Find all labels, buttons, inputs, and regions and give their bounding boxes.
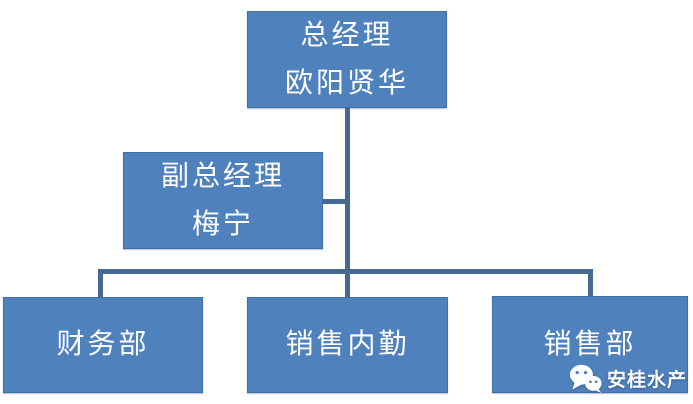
wechat-icon [569,363,602,393]
node-title: 财务部 [56,329,150,361]
node-general-manager: 总经理 欧阳贤华 [247,11,447,108]
node-deputy-general-manager: 副总经理 梅宁 [123,152,323,249]
watermark: 安桂水产 [569,363,687,393]
node-title: 副总经理 [160,160,285,192]
node-title: 总经理 [300,19,394,51]
node-title: 销售内勤 [285,329,410,361]
watermark-text: 安桂水产 [606,369,687,391]
connector-drop-sales [588,269,593,297]
connector-main-horizontal [98,269,593,274]
node-person-name: 欧阳贤华 [284,67,409,99]
connector-deputy-link [323,199,347,204]
connector-gm-vertical [345,108,350,297]
node-title: 销售部 [543,328,637,360]
node-finance-dept: 财务部 [3,297,203,393]
node-sales-office: 销售内勤 [247,297,448,393]
connector-drop-finance [98,269,103,297]
node-person-name: 梅宁 [191,208,254,240]
